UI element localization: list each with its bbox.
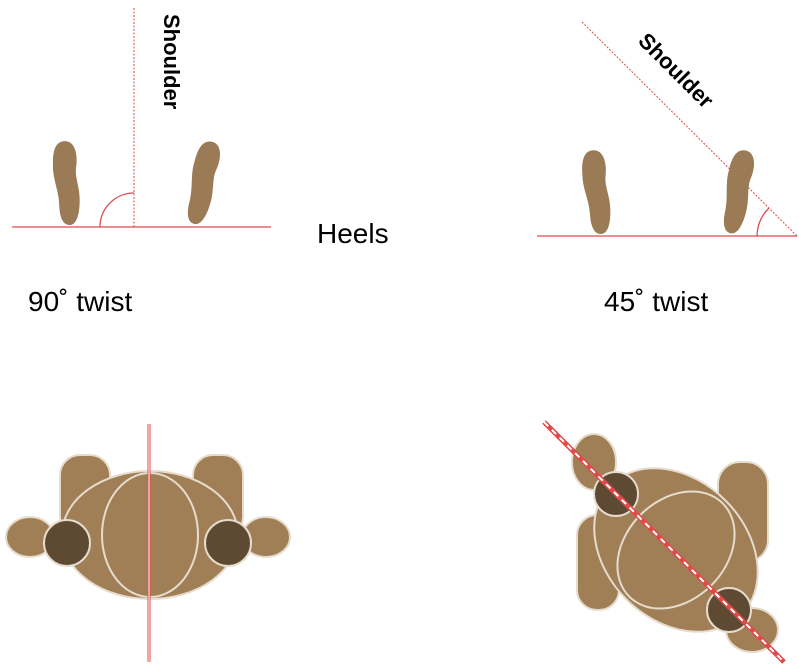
- heels-label: Heels: [317, 218, 389, 249]
- angle-arc-90: [100, 193, 134, 227]
- shoulder-line-45: [582, 22, 797, 236]
- shoulder-label-45: Shoulder: [633, 28, 718, 113]
- left-foot-45: [579, 149, 615, 236]
- right-foot-45: [720, 149, 756, 236]
- twist-45-label: 45˚ twist: [604, 286, 708, 317]
- right-shoulder-90: [205, 520, 251, 566]
- twist-90-label: 90˚ twist: [28, 286, 132, 317]
- feet-90-panel: Shoulder: [12, 8, 271, 227]
- feet-45-panel: Shoulder: [537, 22, 797, 236]
- body-45-panel: [561, 434, 790, 665]
- right-foot-90: [183, 139, 222, 226]
- left-foot-90: [50, 140, 83, 226]
- angle-arc-45: [757, 208, 769, 236]
- shoulder-label-90: Shoulder: [159, 14, 184, 110]
- left-shoulder-90: [44, 520, 90, 566]
